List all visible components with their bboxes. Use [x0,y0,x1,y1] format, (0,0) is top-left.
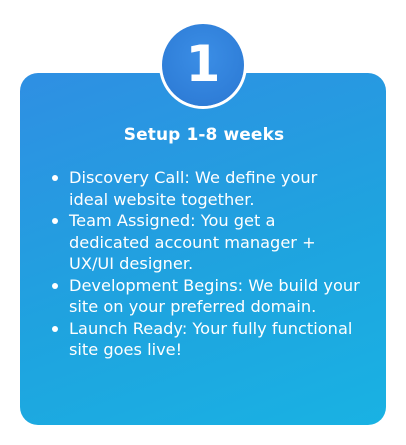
setup-card: Setup 1-8 weeks Discovery Call: We defin… [20,73,386,425]
list-item: Team Assigned: You get a dedicated accou… [48,210,360,275]
card-title: Setup 1-8 weeks [123,125,285,145]
step-text: Development Begins: We build your site o… [69,275,360,317]
step-number: 1 [185,35,221,93]
list-item: Discovery Call: We define your ideal web… [48,167,360,210]
step-text: Discovery Call: We define your ideal web… [69,168,318,209]
list-item: Launch Ready: Your fully functional site… [48,318,360,361]
steps-list: Discovery Call: We define your ideal web… [48,167,360,361]
bullet-icon [52,218,58,224]
bullet-icon [52,325,58,332]
list-item: Development Begins: We build your site o… [48,275,360,318]
step-number-badge: 1 [162,24,244,106]
step-text: Launch Ready: Your fully functional site… [69,318,353,360]
bullet-icon [52,282,58,289]
bullet-icon [52,175,58,181]
step-text: Team Assigned: You get a dedicated accou… [69,211,316,273]
